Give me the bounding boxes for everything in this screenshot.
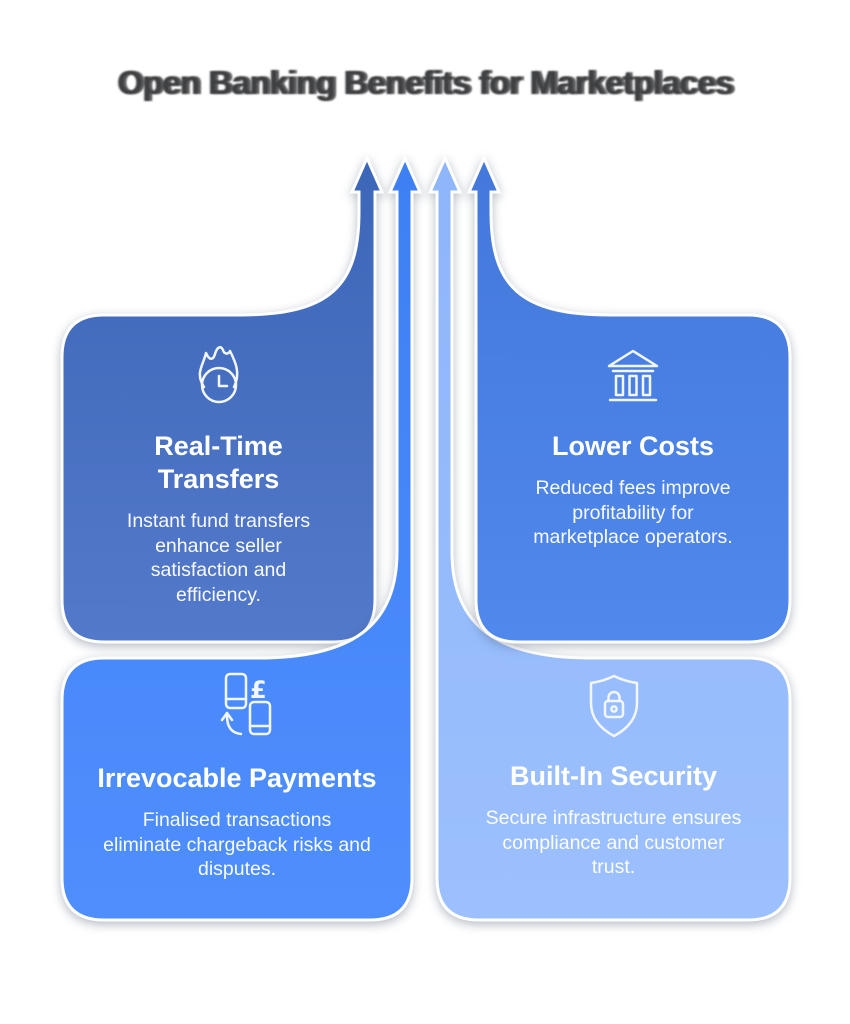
card-heading: Built-In Security [509, 761, 718, 791]
card-built-in-security: Built-In Security Secure infrastructure … [437, 668, 790, 880]
card-real-time-transfers: Real-Time Transfers Instant fund transfe… [62, 338, 375, 608]
card-shape-built-in-security [427, 154, 792, 922]
card-heading: Irrevocable Payments [97, 763, 377, 793]
page-title: Open Banking Benefits for Marketplaces [117, 64, 733, 101]
svg-text:£: £ [250, 676, 267, 704]
card-heading: Real-Time Transfers [154, 431, 283, 494]
card-body: Secure infrastructure ensures compliance… [485, 806, 742, 879]
card-irrevocable-payments: £ Irrevocable Payments Finalised transac… [62, 668, 412, 882]
card-shape-irrevocable-payments [60, 154, 423, 922]
card-body: Instant fund transfers enhance seller sa… [126, 509, 311, 607]
phone-transfer-icon: £ [198, 668, 276, 746]
card-body: Finalised transactions eliminate chargeb… [103, 808, 371, 881]
card-lower-costs: Lower Costs Reduced fees improve profita… [476, 338, 790, 550]
flame-clock-icon [181, 338, 257, 414]
shield-lock-icon [576, 668, 652, 744]
bank-icon [595, 338, 671, 414]
card-heading: Lower Costs [551, 431, 715, 461]
card-body: Reduced fees improve profitability for m… [533, 476, 733, 549]
